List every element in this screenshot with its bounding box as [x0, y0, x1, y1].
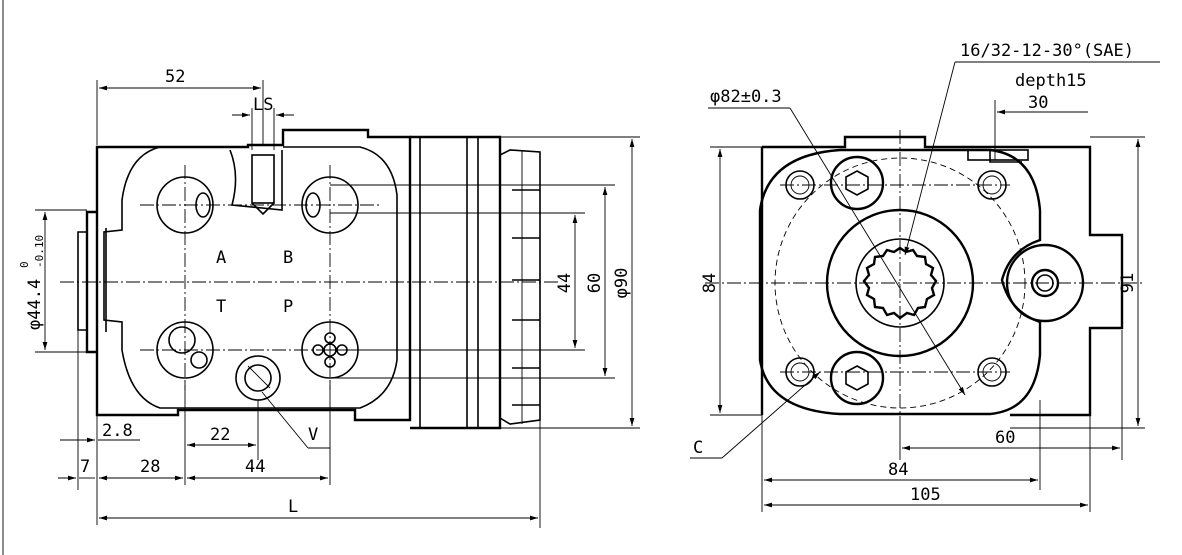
dim-44-vertical: 44	[555, 273, 575, 293]
valve-body-outline	[95, 128, 412, 422]
dim-91: 91	[1118, 273, 1138, 293]
dim-phi44-lower: -0.10	[33, 235, 46, 268]
port-b-label: B	[283, 248, 293, 268]
side-view: 52 LS A B T P 44 60 φ90 φ44.4 0 -0.10	[18, 67, 640, 528]
dim-phi44-group: φ44.4 0 -0.10	[18, 235, 46, 330]
port-v-circle	[235, 355, 281, 401]
port-t-label: T	[216, 297, 226, 317]
rear-cover	[410, 135, 502, 430]
label-c: C	[693, 438, 703, 458]
front-view: 16/32-12-30°(SAE) depth15 30 φ82±0.3 84 …	[690, 41, 1160, 512]
dim-ls: LS	[253, 95, 273, 115]
dim-44-horizontal: 44	[245, 457, 265, 477]
spline-spec: 16/32-12-30°(SAE)	[960, 41, 1134, 61]
valve-body-front	[758, 148, 1042, 416]
dim-84-vertical: 84	[700, 273, 720, 293]
dim-phi44-upper: 0	[18, 261, 31, 268]
dim-28: 28	[140, 457, 160, 477]
dim-22: 22	[210, 425, 230, 445]
hex-bolt-bottom	[829, 350, 885, 406]
dim-7: 7	[80, 457, 90, 477]
dim-105: 105	[910, 485, 941, 505]
dim-84-horizontal: 84	[888, 460, 908, 480]
dim-phi82: φ82±0.3	[710, 87, 782, 107]
dim-phi90: φ90	[612, 268, 632, 299]
dim-2-8: 2.8	[102, 421, 133, 441]
hex-bolt-top	[829, 155, 885, 211]
dim-60-horizontal: 60	[995, 428, 1015, 448]
dim-30: 30	[1028, 93, 1048, 113]
port-a-label: A	[216, 248, 226, 268]
dim-52: 52	[165, 67, 185, 87]
mounting-flange	[760, 135, 1124, 417]
port-p-label: P	[283, 297, 293, 317]
dim-phi44-main: φ44.4	[25, 279, 45, 330]
port-v-label: V	[308, 425, 318, 445]
spline-depth: depth15	[1015, 71, 1087, 91]
dim-60-vertical: 60	[585, 273, 605, 293]
dim-l: L	[288, 497, 298, 517]
bolt-stack	[499, 149, 541, 425]
